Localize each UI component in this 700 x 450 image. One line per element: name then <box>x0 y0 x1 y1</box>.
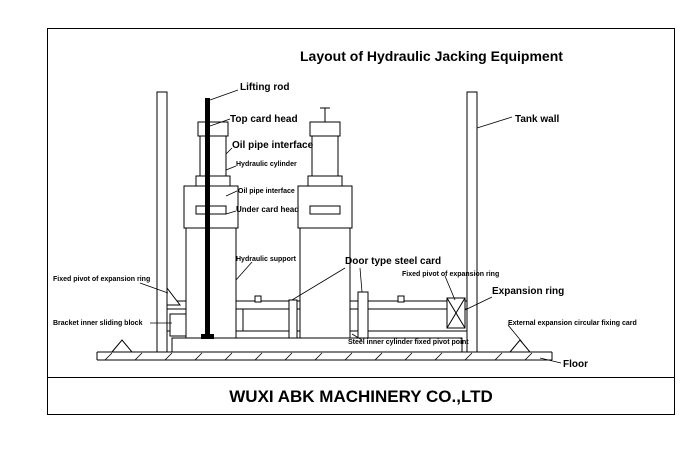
lifting-rod <box>205 98 210 338</box>
label-top-card-head: Top card head <box>230 114 298 125</box>
external-card-right <box>508 339 532 353</box>
label-under-card-head: Under card head <box>236 205 299 214</box>
company-name: WUXI ABK MACHINERY CO.,LTD <box>229 386 493 406</box>
top-card-head-right <box>309 121 341 137</box>
label-external-expansion-card: External expansion circular fixing card <box>508 320 637 327</box>
leader-lines <box>139 89 562 364</box>
top-card-head-left <box>197 121 229 137</box>
drawing-frame <box>47 28 675 415</box>
door-type-steel-card-right <box>357 291 369 339</box>
label-oil-pipe-interface-2: Oil pipe interface <box>238 188 295 195</box>
label-fixed-pivot-left: Fixed pivot of expansion ring <box>53 276 150 283</box>
label-hydraulic-support: Hydraulic support <box>236 256 297 263</box>
external-card-left <box>110 339 134 353</box>
tank-wall-left <box>156 91 168 353</box>
label-floor: Floor <box>563 359 588 370</box>
page-title: Layout of Hydraulic Jacking Equipment <box>300 48 563 64</box>
label-expansion-ring: Expansion ring <box>492 286 564 297</box>
label-oil-pipe-interface-1: Oil pipe interface <box>232 140 314 151</box>
floor-hatching <box>104 352 533 361</box>
label-hydraulic-cylinder: Hydraulic cylinder <box>236 161 297 168</box>
footer-divider <box>47 377 675 378</box>
door-type-steel-card-body <box>242 308 310 332</box>
label-fixed-pivot-right: Fixed pivot of expansion ring <box>402 271 499 278</box>
label-bracket-sliding-block: Bracket inner sliding block <box>53 320 143 327</box>
label-tank-wall: Tank wall <box>515 114 559 125</box>
tank-wall-right <box>466 91 478 353</box>
fixed-pivot-left <box>166 286 182 306</box>
label-lifting-rod: Lifting rod <box>240 82 289 93</box>
label-door-type-steel-card: Door type steel card <box>345 256 441 267</box>
label-steel-inner-cylinder-pivot: Steel inner cylinder fixed pivot point <box>348 339 469 346</box>
